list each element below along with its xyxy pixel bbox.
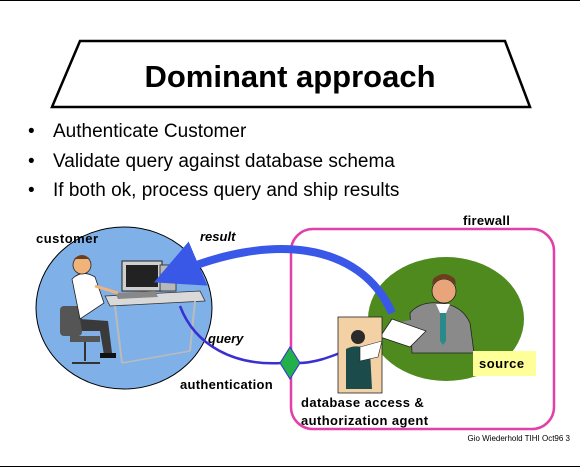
footer-credit: Gio Wiederhold TIHI Oct96 3 <box>467 434 570 443</box>
bullet-list: • Authenticate Customer • Validate query a… <box>28 117 399 206</box>
agent-label-line1: database access & <box>301 395 425 410</box>
source-label: source <box>473 351 536 376</box>
authentication-label: authentication <box>180 377 274 392</box>
bullet-text: Authenticate Customer <box>53 121 247 142</box>
bullet-text: Validate query against database schema <box>53 150 395 172</box>
bullet-item: • If both ok, process query and ship resu… <box>28 176 399 206</box>
query-arrow <box>178 305 283 365</box>
agent-with-document-icon <box>337 316 383 394</box>
query-label: query <box>208 331 244 346</box>
result-arrow <box>153 241 396 315</box>
agent-label-line2: authorization agent <box>301 413 429 428</box>
result-label: result <box>200 229 236 244</box>
bullet-item: • Validate query against database schema <box>28 147 399 177</box>
bullet-marker: • <box>28 150 35 172</box>
firewall-box <box>289 227 556 431</box>
bullet-text: If both ok, process query and ship resul… <box>53 180 400 201</box>
title-banner <box>50 39 532 109</box>
businessman-icon <box>396 274 475 354</box>
bullet-marker: • <box>28 121 35 142</box>
document-icon <box>379 318 427 348</box>
bullet-item: • Authenticate Customer <box>28 117 399 147</box>
authentication-diamond <box>279 346 301 380</box>
bullet-marker: • <box>28 180 35 201</box>
slide-title: Dominant approach <box>144 59 436 94</box>
firewall-label: firewall <box>463 213 511 228</box>
customer-label: customer <box>36 231 99 246</box>
